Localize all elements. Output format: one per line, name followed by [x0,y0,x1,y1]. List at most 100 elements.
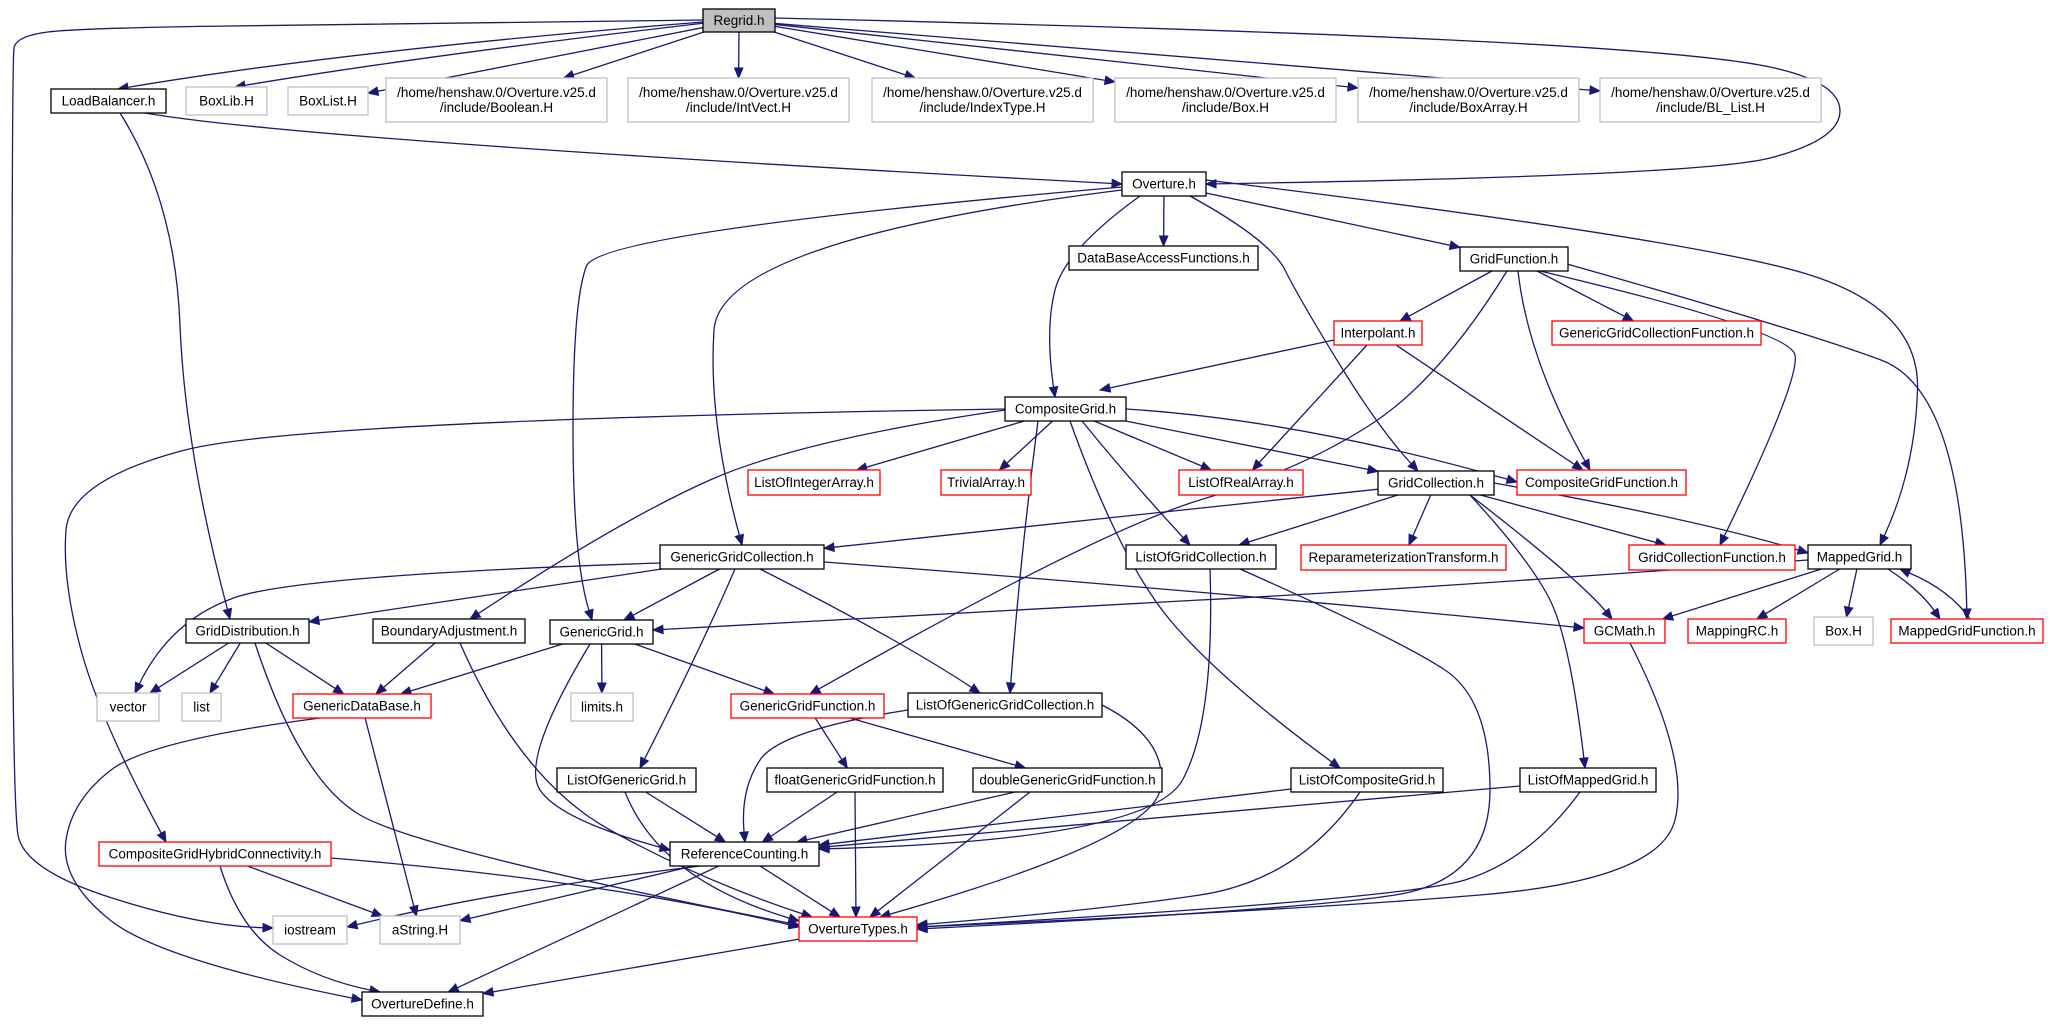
edge-regrid-to-boxh [774,25,1117,86]
arrowhead-icon [1251,458,1264,471]
edge-gdatabase-to-astring [364,717,419,918]
node-mgfunction[interactable]: MappedGridFunction.h [1890,618,2044,644]
node-intvect[interactable]: /home/henshaw.0/Overture.v25.d/include/I… [627,77,850,123]
node-label: GenericGridFunction.h [740,699,876,714]
node-label: /include/IntVect.H [686,100,791,115]
node-boxlist[interactable]: BoxList.H [287,86,369,116]
node-box [287,86,369,116]
node-label: CompositeGridHybridConnectivity.h [109,847,322,862]
node-gridcollection[interactable]: GridCollection.h [1377,470,1495,496]
node-boundaryadj[interactable]: BoundaryAdjustment.h [372,618,526,644]
node-compositegrid[interactable]: CompositeGrid.h [1004,396,1127,422]
edge-mappedgrid-to-boxh2 [1843,568,1858,619]
edge-line [742,709,909,834]
node-box [556,767,697,793]
edge-gridcollection-to-listofgc [1237,494,1399,547]
node-listofgg[interactable]: ListOfGenericGrid.h [556,767,697,793]
node-box [96,692,160,722]
node-gridfunction[interactable]: GridFunction.h [1459,246,1569,272]
edge-line [219,865,372,991]
node-box [1599,77,1822,123]
node-griddist[interactable]: GridDistribution.h [185,618,310,644]
arrowhead-icon [1448,240,1462,251]
arrowhead-icon [447,983,460,993]
node-boxarray[interactable]: /home/henshaw.0/Overture.v25.d/include/B… [1357,77,1580,123]
node-ggcollection[interactable]: GenericGridCollection.h [659,544,825,570]
edge-cghybrid-to-astring [247,865,384,917]
edge-line [214,642,241,686]
arrowhead-icon [1661,611,1675,621]
edge-griddist-to-overturetypes [254,642,801,928]
node-label: ListOfMappedGrid.h [1528,773,1649,788]
arrowhead-icon [850,906,861,919]
node-boxh2[interactable]: Box.H [1813,616,1874,646]
node-gdatabase[interactable]: GenericDataBase.h [292,693,432,719]
node-listofreal[interactable]: ListOfRealArray.h [1178,469,1304,496]
node-listofggc[interactable]: ListOfGenericGridCollection.h [907,692,1103,718]
node-label: GenericGrid.h [559,625,643,640]
edge-line [1407,270,1493,318]
node-ggfunction[interactable]: GenericGridFunction.h [730,693,885,719]
node-trivialarray[interactable]: TrivialArray.h [940,469,1032,496]
node-iostream[interactable]: iostream [272,915,348,945]
node-cgfunction[interactable]: CompositeGridFunction.h [1516,469,1687,496]
dependency-edges [11,17,1972,1003]
edge-compositegrid-to-gridcollection [1125,420,1380,475]
arrowhead-icon [915,921,928,932]
arrowhead-icon [968,683,982,694]
edge-line [805,791,1016,841]
edge-ggcollection-to-genericgrid [622,568,720,621]
edge-line [330,857,791,926]
node-bllist[interactable]: /home/henshaw.0/Overture.v25.d/include/B… [1599,77,1822,123]
node-box [181,692,222,722]
node-mappedgrid[interactable]: MappedGrid.h [1807,544,1912,570]
node-boxlib[interactable]: BoxLib.H [185,86,268,116]
node-dbaccess[interactable]: DataBaseAccessFunctions.h [1068,245,1259,271]
node-ggcfunction[interactable]: GenericGridCollectionFunction.h [1551,320,1762,346]
node-overturetypes[interactable]: OvertureTypes.h [798,916,918,942]
node-refcount[interactable]: ReferenceCounting.h [669,841,820,867]
edge-line [774,17,1841,185]
arrowhead-icon [1898,568,1912,578]
node-cghybrid[interactable]: CompositeGridHybridConnectivity.h [98,841,332,867]
edge-line [119,112,229,611]
node-genericgrid[interactable]: GenericGrid.h [549,619,654,645]
node-loadbalancer[interactable]: LoadBalancer.h [50,88,167,114]
node-reparam[interactable]: ReparameterizationTransform.h [1300,544,1507,571]
node-boxh[interactable]: /home/henshaw.0/Overture.v25.d/include/B… [1114,77,1337,123]
node-mappingrc[interactable]: MappingRC.h [1687,618,1787,644]
node-listofgc[interactable]: ListOfGridCollection.h [1125,544,1277,570]
arrowhead-icon [1328,757,1342,769]
edge-line [1069,420,1334,764]
node-listofmg[interactable]: ListOfMappedGrid.h [1519,767,1657,793]
node-listofcg[interactable]: ListOfCompositeGrid.h [1290,767,1444,793]
arrowhead-icon [1621,311,1635,322]
node-limits[interactable]: limits.h [570,692,634,722]
node-vector[interactable]: vector [96,692,160,722]
arrowhead-icon [222,607,233,621]
node-gcfunction[interactable]: GridCollectionFunction.h [1628,544,1796,571]
edge-line [247,865,375,914]
node-astring[interactable]: aString.H [379,915,461,945]
node-indextype[interactable]: /home/henshaw.0/Overture.v25.d/include/I… [871,77,1094,123]
edge-line [832,488,1379,548]
node-overture[interactable]: Overture.h [1121,171,1207,197]
node-overturedefine[interactable]: OvertureDefine.h [361,991,484,1017]
arrowhead-icon [307,615,321,626]
node-label: GenericGridCollectionFunction.h [1559,326,1754,341]
node-interpolant[interactable]: Interpolant.h [1333,320,1423,346]
arrowhead-icon [828,907,842,918]
node-gcmath[interactable]: GCMath.h [1583,618,1666,644]
edge-ggcollection-to-listofgg [639,568,736,770]
node-boolean[interactable]: /home/henshaw.0/Overture.v25.d/include/B… [385,77,608,123]
arrowhead-icon [1589,85,1602,96]
node-floatggf[interactable]: floatGenericGridFunction.h [766,767,944,793]
arrowhead-icon [1408,533,1418,547]
node-doubleggf[interactable]: doubleGenericGridFunction.h [972,767,1163,793]
node-regrid[interactable]: Regrid.h [702,8,776,33]
node-list[interactable]: list [181,692,222,722]
node-listofint[interactable]: ListOfIntegerArray.h [747,469,881,496]
node-label: CompositeGridFunction.h [1525,475,1678,490]
edge-line [1125,420,1370,471]
edge-refcount-to-overturetypes [759,865,842,918]
